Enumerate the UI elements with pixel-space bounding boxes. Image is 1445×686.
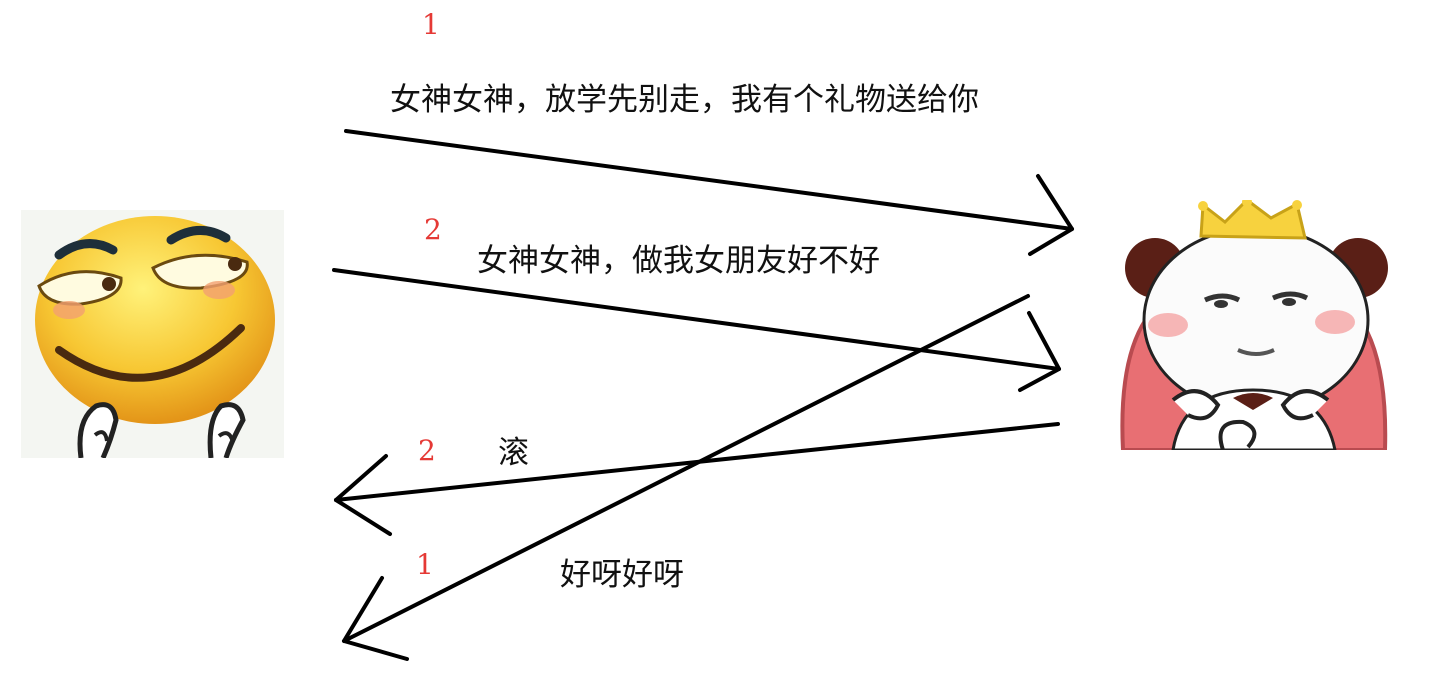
arrow-head-2 <box>1018 311 1061 392</box>
message-3-text: 滚 <box>498 435 529 471</box>
arrow-line-1 <box>344 129 1074 231</box>
arrow-head-4 <box>342 576 409 661</box>
arrow-line-4 <box>342 294 1030 643</box>
arrow-head-3 <box>334 454 392 536</box>
crowned-panda-icon <box>1113 197 1393 452</box>
step-number-4: 1 <box>416 548 434 581</box>
message-4-text: 好呀好呀 <box>560 557 684 593</box>
arrow-head-1 <box>1028 174 1074 256</box>
step-number-1: 1 <box>422 8 440 41</box>
message-1-text: 女神女神，放学先别走，我有个礼物送给你 <box>390 82 979 118</box>
smirking-emoji-icon <box>21 210 284 460</box>
arrow-line-2 <box>332 268 1061 371</box>
step-number-3: 2 <box>418 434 436 467</box>
message-2-text: 女神女神，做我女朋友好不好 <box>477 243 880 279</box>
step-number-2: 2 <box>424 213 442 246</box>
